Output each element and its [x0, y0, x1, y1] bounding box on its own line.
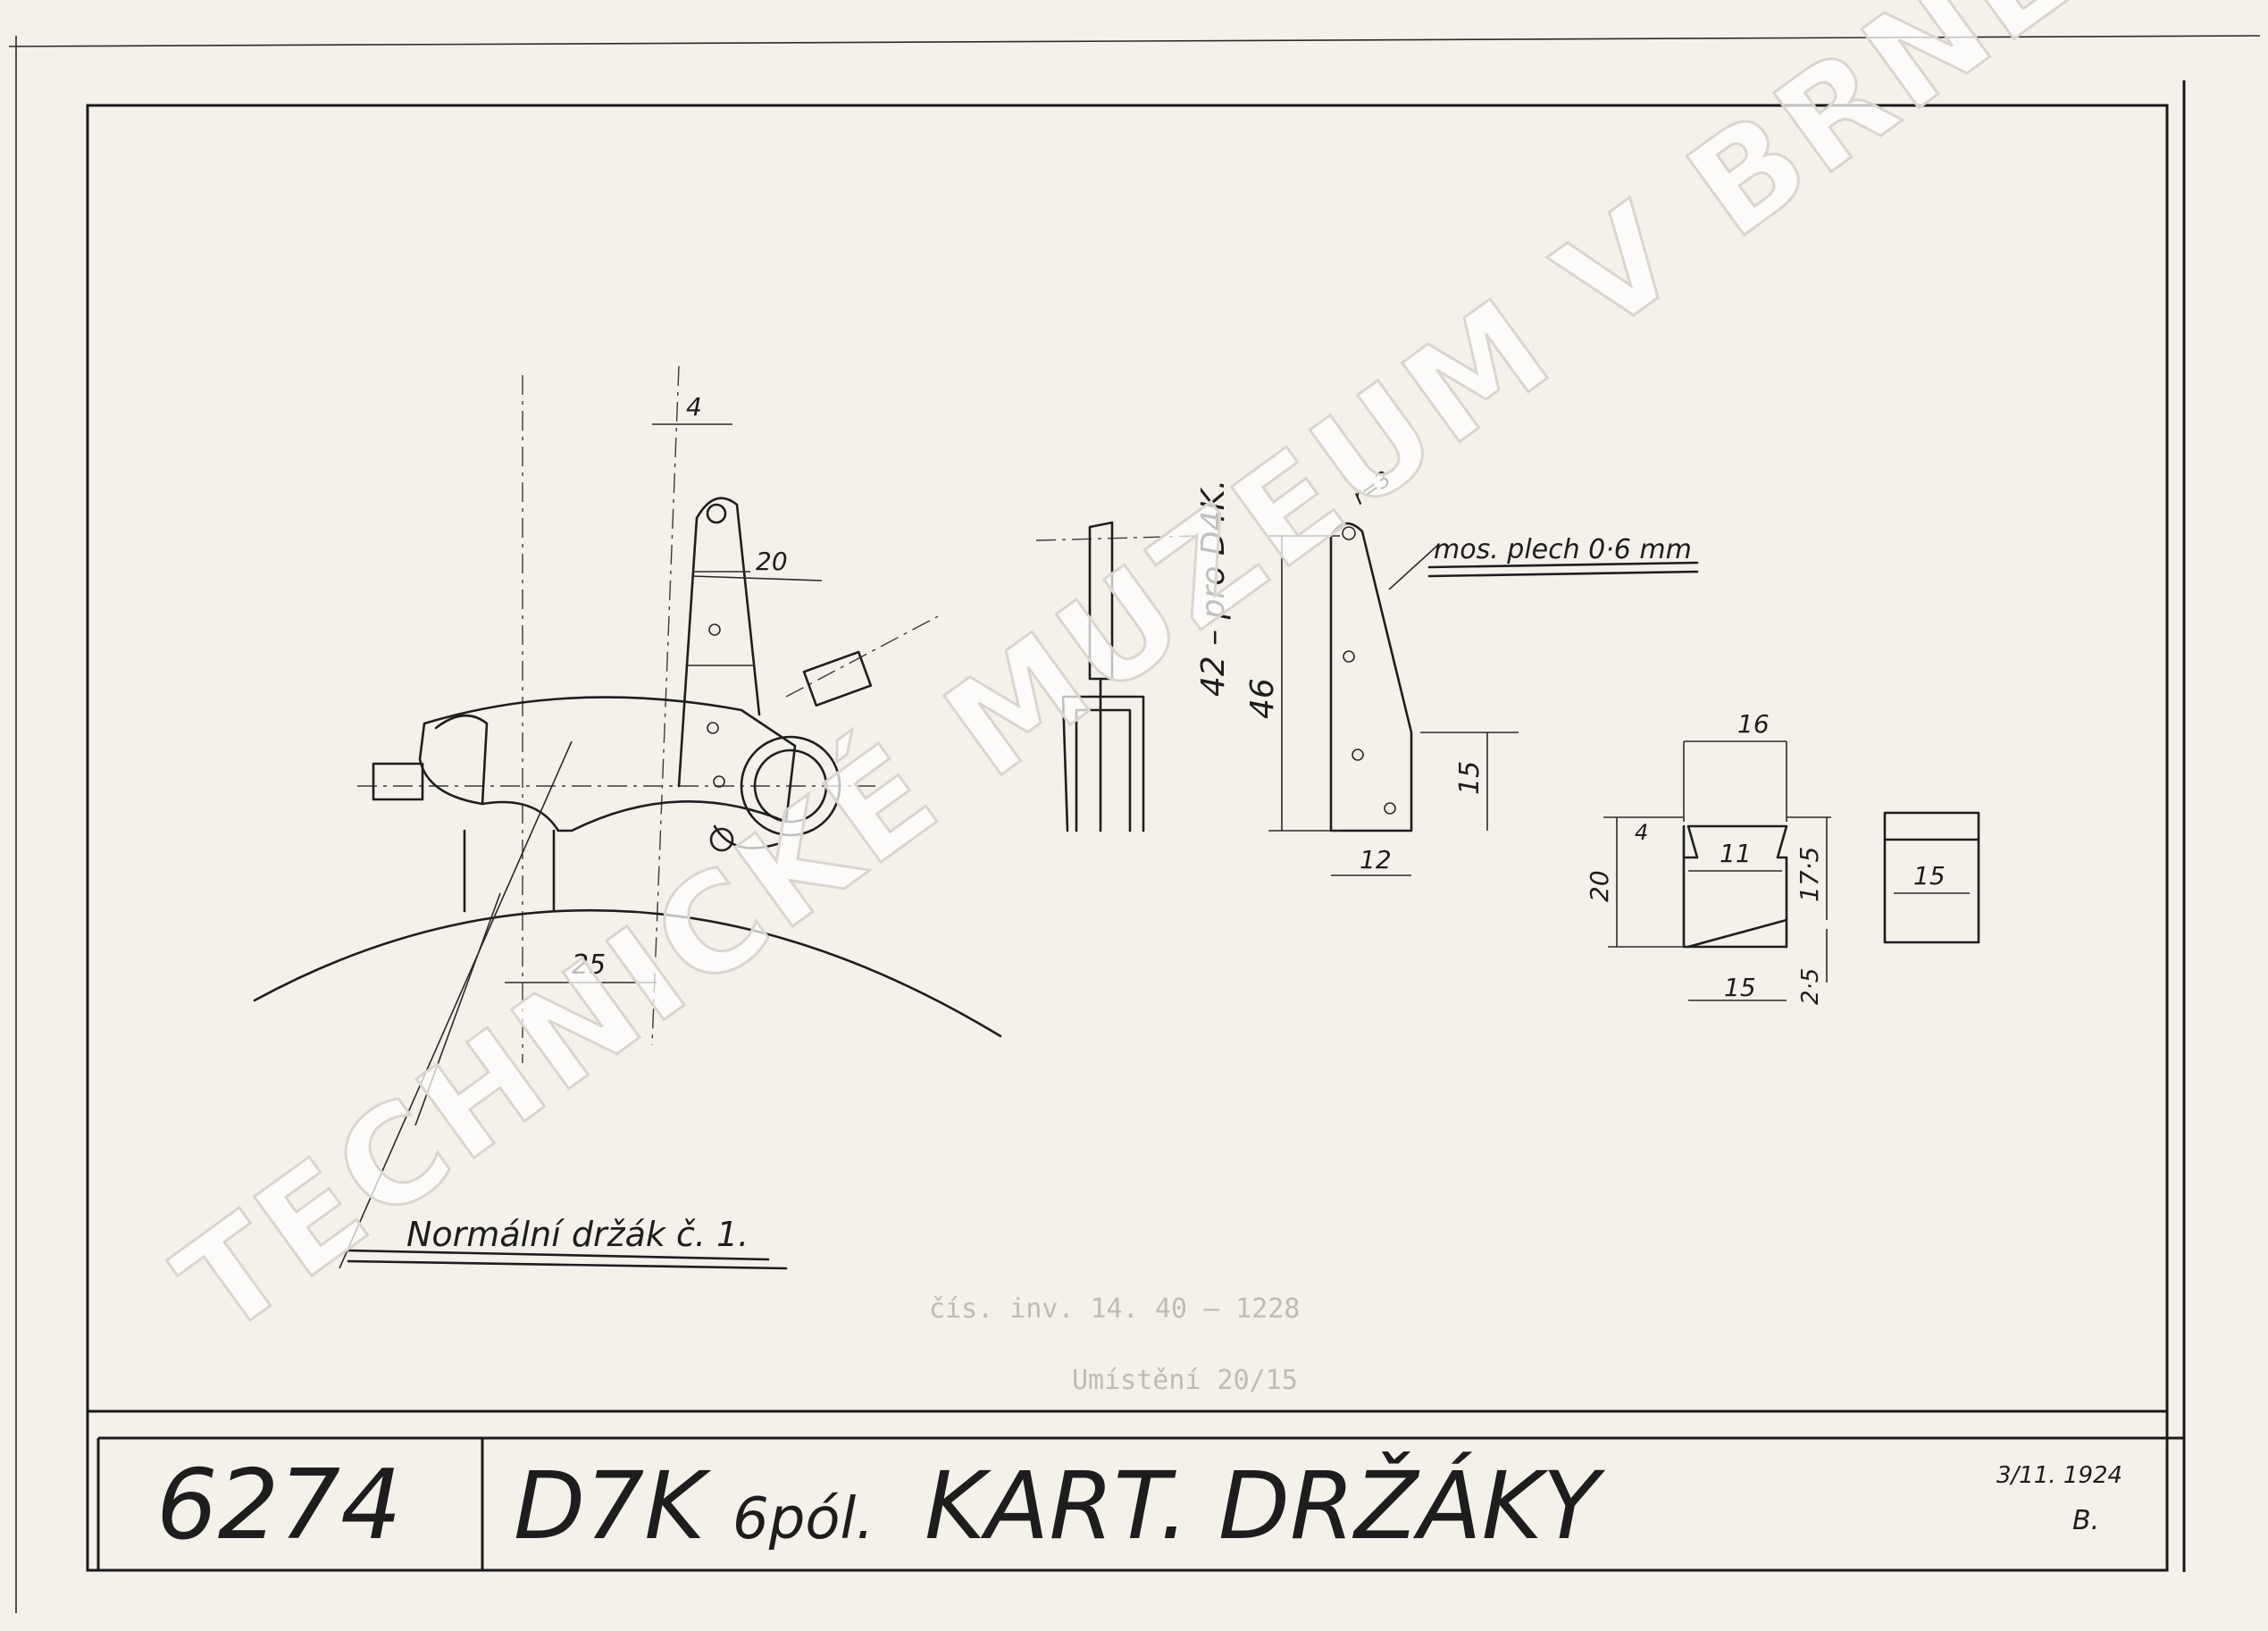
initial: B. — [2072, 1505, 2099, 1536]
dim-15-side: 15 — [1454, 761, 1485, 795]
museum-watermark: TECHNICKÉ MUZEUM V BRNĚ — [150, 0, 2101, 1366]
dim-25: 25 — [572, 949, 606, 981]
sheet-metal-outline — [1329, 522, 1413, 832]
holder-arm — [677, 497, 761, 788]
motor-housing-arc — [253, 908, 1002, 1038]
arm-top-hole — [706, 503, 727, 524]
dim-16: 16 — [1737, 709, 1770, 739]
annotations: r=3 mos. plech 0·6 mm 42 – pro D4K. Norm… — [406, 466, 1692, 1254]
left-pin — [372, 762, 424, 801]
variant-note: 42 – pro D4K. — [1195, 480, 1232, 698]
normal-holder-label: Normální držák č. 1. — [406, 1215, 749, 1254]
holder-base-body — [418, 696, 797, 832]
drawing-title: KART. DRŽÁKY — [925, 1451, 1606, 1560]
holder-assembly-view — [253, 365, 1002, 1270]
box-section-outline — [1682, 824, 1788, 949]
fork-stem — [1088, 521, 1114, 681]
dim-4: 4 — [686, 392, 702, 422]
poles: 6pól. — [732, 1486, 875, 1552]
brush-box-inner — [753, 749, 828, 824]
dim-46: 46 — [1244, 678, 1281, 719]
drawing-number: 6274 — [156, 1450, 402, 1561]
brush-box-outer — [740, 735, 841, 837]
dim-17-5: 17·5 — [1795, 847, 1824, 902]
brush-pin — [802, 650, 873, 707]
placement-number: Umístění 20/15 — [1072, 1365, 1298, 1396]
dim-11: 11 — [1720, 839, 1752, 868]
drawing-frame — [86, 104, 2169, 1572]
inventory-number: čís. inv. 14. 40 – 1228 — [929, 1293, 1300, 1325]
dim-20-top: 20 — [756, 547, 788, 576]
sheet-borders — [8, 35, 2261, 1613]
material-note: mos. plech 0·6 mm — [1434, 534, 1692, 565]
box-side-view — [1883, 811, 1980, 944]
fork-view — [1035, 521, 1198, 832]
type-code: D7K — [514, 1451, 712, 1560]
dim-15-bottom: 15 — [1724, 973, 1756, 1002]
title-block: 6274 D7K 6pól. KART. DRŽÁKY 3/11. 1924 B… — [156, 1450, 2122, 1561]
dim-20-left: 20 — [1585, 870, 1614, 902]
brush-box-section — [1603, 740, 1980, 1001]
dim-15-box: 15 — [1913, 861, 1946, 891]
fork-tines — [1061, 695, 1145, 832]
inventory-stamp: čís. inv. 14. 40 – 1228 Umístění 20/15 — [929, 1293, 1300, 1396]
dim-12: 12 — [1360, 845, 1392, 874]
dim-4-small: 4 — [1635, 820, 1648, 845]
dim-2-5: 2·5 — [1797, 968, 1824, 1005]
dimension-labels: 4 20 25 46 15 12 16 4 11 20 17·5 2·5 15 … — [572, 392, 1946, 1005]
sheet-metal-part — [1268, 522, 1699, 876]
date: 3/11. 1924 — [1996, 1462, 2122, 1489]
